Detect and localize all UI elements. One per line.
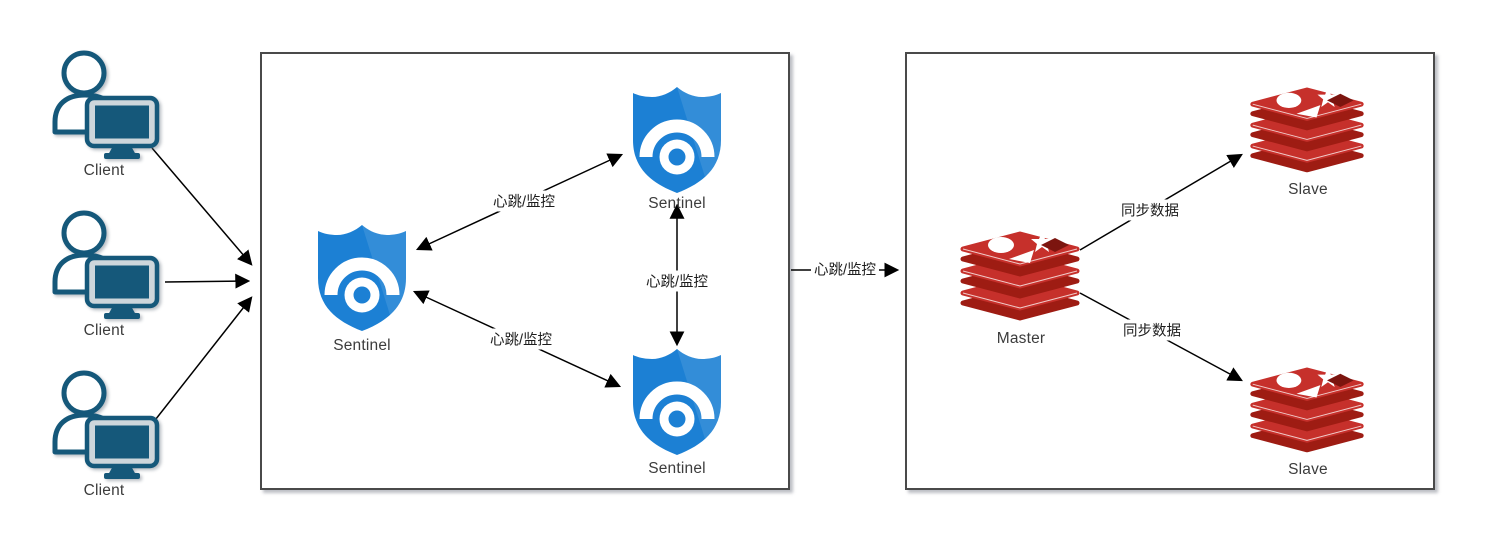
- person-monitor-icon: [52, 50, 160, 159]
- person-monitor-icon: [52, 210, 160, 319]
- edge-label-heartbeat: 心跳/监控: [642, 270, 712, 292]
- edge-label-heartbeat: 心跳/监控: [489, 190, 559, 212]
- edge-client1-to-cluster: [151, 147, 253, 266]
- sentinel-label: Sentinel: [648, 460, 706, 477]
- redis-database-icon: [1250, 367, 1364, 453]
- edge-client2-to-cluster: [164, 273, 251, 289]
- edge-client3-to-cluster: [151, 296, 253, 425]
- master-label: Master: [996, 330, 1046, 347]
- redis-database-icon: [960, 231, 1080, 321]
- sentinel-label: Sentinel: [333, 337, 391, 354]
- sentinel-shield-icon: [318, 225, 406, 331]
- client-label: Client: [83, 162, 125, 179]
- slave-label: Slave: [1288, 461, 1328, 478]
- slave-label: Slave: [1288, 181, 1328, 198]
- edge-label-heartbeat: 心跳/监控: [486, 328, 556, 350]
- redis-database-icon: [1250, 87, 1364, 173]
- sentinel-label: Sentinel: [648, 195, 706, 212]
- client-label: Client: [83, 482, 125, 499]
- sentinel-shield-icon: [633, 87, 721, 193]
- edge-label-heartbeat: 心跳/监控: [810, 258, 880, 280]
- edge-label-sync: 同步数据: [1120, 319, 1184, 341]
- person-monitor-icon: [52, 370, 160, 479]
- sentinel-shield-icon: [633, 349, 721, 455]
- edge-label-sync: 同步数据: [1118, 199, 1182, 221]
- client-label: Client: [83, 322, 125, 339]
